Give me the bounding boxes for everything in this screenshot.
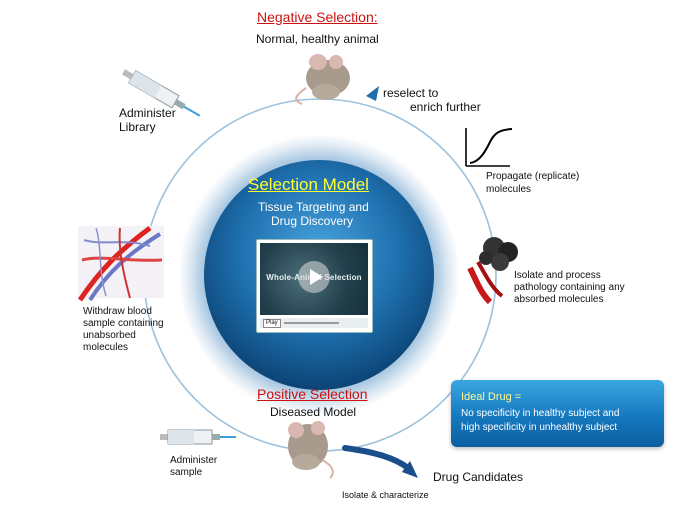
- play-button[interactable]: Play: [263, 319, 281, 328]
- video-player[interactable]: Whole-Animal Selection Play: [256, 239, 373, 333]
- isolate-line2: pathology containing any: [514, 282, 625, 293]
- cycle-arrowhead: [366, 86, 379, 101]
- growth-curve-icon: [465, 128, 513, 167]
- selection-model-line2: Drug Discovery: [271, 214, 354, 228]
- reselect-line1: reselect to: [383, 86, 439, 100]
- selection-model-title: Selection Model: [248, 175, 369, 194]
- ideal-drug-box: Ideal Drug = No specificity in healthy s…: [451, 380, 664, 447]
- isolate-characterize-label: Isolate & characterize: [342, 490, 429, 500]
- administer-sample-line1: Administer: [170, 455, 218, 466]
- administer-sample-line2: sample: [170, 467, 203, 478]
- negative-selection-title: Negative Selection:: [257, 9, 378, 25]
- ideal-drug-title: Ideal Drug =: [461, 391, 522, 403]
- mouse-diseased-icon: [288, 421, 334, 479]
- progress-track[interactable]: [284, 322, 339, 324]
- pathology-tissue-icon: [467, 237, 518, 305]
- video-screen: Whole-Animal Selection: [260, 243, 368, 315]
- positive-selection-title: Positive Selection: [257, 386, 368, 402]
- withdraw-line2: sample containing: [83, 318, 164, 329]
- play-icon[interactable]: [298, 261, 330, 293]
- withdraw-line1: Withdraw blood: [83, 306, 152, 317]
- drug-candidates-label: Drug Candidates: [433, 470, 524, 484]
- administer-library-line2: Library: [119, 120, 156, 134]
- ideal-drug-line2: high specificity in unhealthy subject: [461, 422, 618, 433]
- isolate-line1: Isolate and process: [514, 270, 601, 281]
- drug-candidates-arrow: [342, 445, 411, 471]
- reselect-line2: enrich further: [410, 100, 481, 114]
- mouse-healthy-icon: [295, 54, 350, 105]
- withdraw-line3: unabsorbed: [83, 330, 136, 341]
- video-controls: Play: [260, 318, 368, 328]
- ideal-drug-text: No specificity in healthy subject and hi…: [461, 407, 661, 435]
- positive-selection-subtitle: Diseased Model: [270, 405, 357, 419]
- withdraw-line4: molecules: [83, 342, 129, 353]
- syringe-bottom-icon: [160, 429, 236, 445]
- isolate-line3: absorbed molecules: [514, 294, 604, 305]
- blood-vessels-image: [77, 225, 164, 302]
- selection-model-line1: Tissue Targeting and: [258, 200, 369, 214]
- propagate-line1: Propagate (replicate): [486, 171, 580, 182]
- propagate-line2: molecules: [486, 184, 532, 195]
- administer-library-line1: Administer: [119, 106, 176, 120]
- syringe-top-icon: [122, 69, 201, 117]
- negative-selection-subtitle: Normal, healthy animal: [256, 32, 379, 46]
- ideal-drug-line1: No specificity in healthy subject and: [461, 408, 620, 419]
